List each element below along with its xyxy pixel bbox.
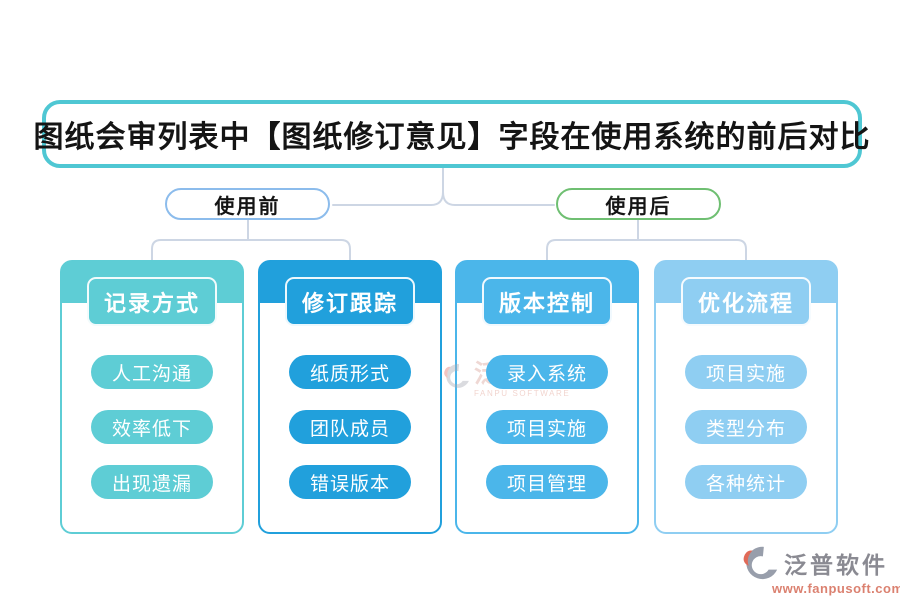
card-record-method: 记录方式 人工沟通 效率低下 出现遗漏 (60, 260, 244, 534)
item-pill: 错误版本 (289, 465, 411, 499)
item-pill: 效率低下 (91, 410, 213, 444)
card-items: 项目实施 类型分布 各种统计 (656, 355, 836, 499)
card-header: 记录方式 (87, 277, 217, 326)
item-pill: 项目实施 (685, 355, 807, 389)
card-header: 版本控制 (482, 277, 612, 326)
branch-after-pill: 使用后 (556, 188, 721, 220)
fanpu-logo-icon (743, 546, 778, 580)
logo-brand-text: 泛普软件 (784, 552, 888, 578)
item-pill: 项目管理 (486, 465, 608, 499)
card-items: 人工沟通 效率低下 出现遗漏 (62, 355, 242, 499)
item-pill: 纸质形式 (289, 355, 411, 389)
item-pill: 项目实施 (486, 410, 608, 444)
card-header: 优化流程 (681, 277, 811, 326)
card-revision-tracking: 修订跟踪 纸质形式 团队成员 错误版本 (258, 260, 442, 534)
logo-url-text: www.fanpusoft.com (772, 581, 900, 596)
item-pill: 各种统计 (685, 465, 807, 499)
card-header: 修订跟踪 (285, 277, 415, 326)
item-pill: 类型分布 (685, 410, 807, 444)
fanpu-logo: 泛普软件 www.fanpusoft.com (742, 544, 900, 596)
card-items: 录入系统 项目实施 项目管理 (457, 355, 637, 499)
item-pill: 人工沟通 (91, 355, 213, 389)
card-optimized-process: 优化流程 项目实施 类型分布 各种统计 (654, 260, 838, 534)
branch-after-label: 使用后 (605, 195, 672, 218)
branch-before-label: 使用前 (214, 195, 281, 218)
branch-before-pill: 使用前 (165, 188, 330, 220)
diagram-title: 图纸会审列表中【图纸修订意见】字段在使用系统的前后对比 (33, 121, 871, 154)
item-pill: 出现遗漏 (91, 465, 213, 499)
card-items: 纸质形式 团队成员 错误版本 (260, 355, 440, 499)
diagram-title-banner: 图纸会审列表中【图纸修订意见】字段在使用系统的前后对比 (34, 100, 870, 168)
item-pill: 录入系统 (486, 355, 608, 389)
card-version-control: 版本控制 录入系统 项目实施 项目管理 (455, 260, 639, 534)
item-pill: 团队成员 (289, 410, 411, 444)
